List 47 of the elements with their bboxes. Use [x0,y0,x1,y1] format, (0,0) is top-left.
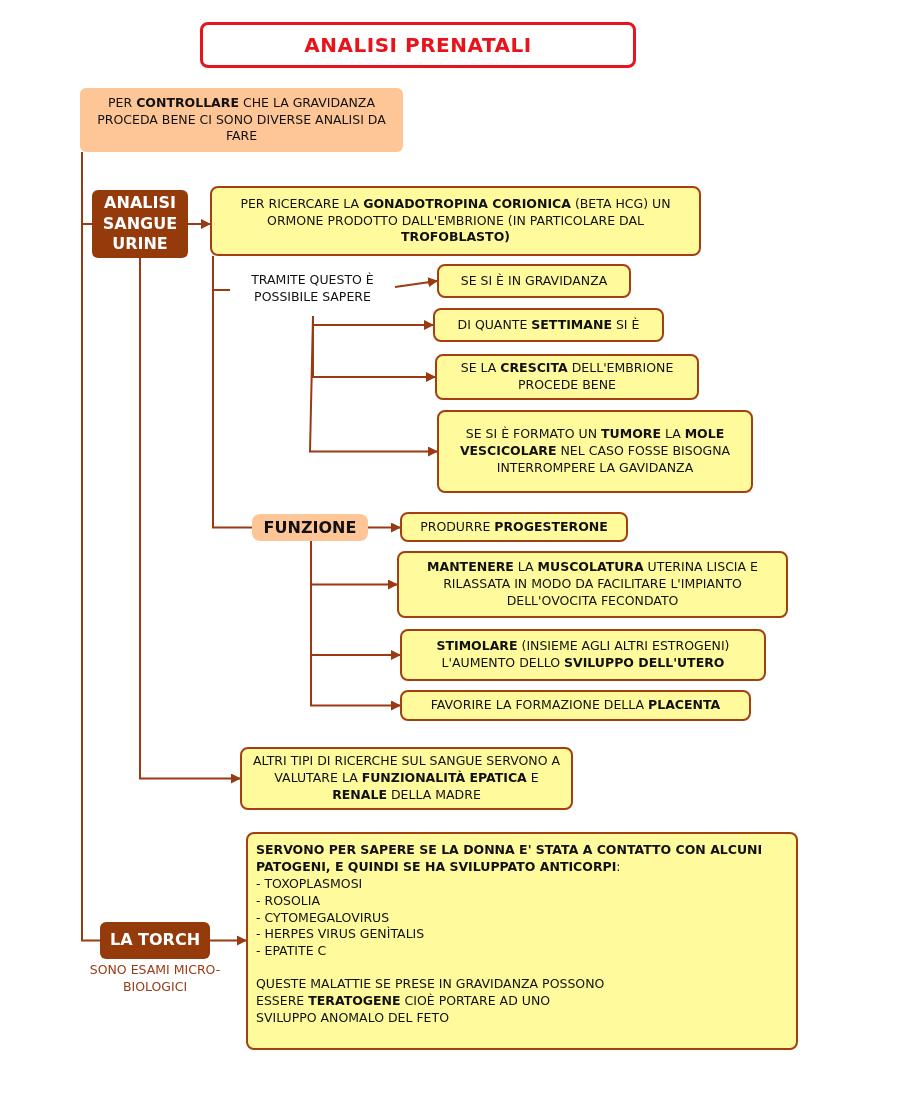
box-text: SE LA CRESCITA DELL'EMBRIONE PROCEDE BENE [459,360,675,394]
box-text: STIMOLARE (INSIEME AGLI ALTRI ESTROGENI) L'AUMENTO DELLO SVILUPPO DELL'UTERO [435,638,731,672]
arrow [308,315,438,457]
arrow [310,540,401,711]
heading-text: SERVONO PER SAPERE SE LA DONNA E' STATA A CONTATTO CON ALCUNI PATOGENI, E QUINDI SE HA SVILUPPATO ANTICORPI: [256,842,764,876]
info-box [400,512,628,542]
list-item: - HERPES VIRUS GENÌTALIS [256,926,426,944]
info-box [435,354,699,400]
info-box [400,690,751,721]
box-text: ALTRI TIPI DI RICERCHE SUL SANGUE SERVONO A VALUTARE LA FUNZIONALITÀ EPATICA E RENALE DELLA MADRE [251,753,562,804]
info-box [397,551,788,618]
info-box [400,629,766,681]
box-text: LA TORCH [109,930,201,951]
box-text: PRODURRE PROGESTERONE [420,518,608,536]
intro-box [80,88,403,152]
box-text: FUNZIONE [263,516,357,539]
list-item: - TOXOPLASMOSI [256,875,364,893]
note-text: SONO ESAMI MICRO-BIOLOGICI [88,962,222,996]
box-text: TRAMITE QUESTO È POSSIBILE SAPERE [250,272,375,306]
arrow [187,219,211,229]
connector-line [212,255,253,529]
list-item: - CYTOMEGALOVIRUS [256,909,391,926]
box-text: FAVORIRE LA FORMAZIONE DELLA PLACENTA [430,697,721,714]
info-box [240,747,573,810]
box-text: PER RICERCARE LA GONADOTROPINA CORIONICA (BETA HCG) UN ORMONE PRODOTTO DALL'EMBRIONE (IN PARTICOLARE DAL TROFOBLASTO) [239,195,672,247]
box-text: MANTENERE LA MUSCOLATURA UTERINA LISCIA E RILASSATA IN MODO DA FACILITARE L'IMPIANTO DELL'OVOCITA FECONDATO [426,559,759,610]
box-text: ANALISI SANGUE URINE [101,192,179,256]
box-text: DI QUANTE SETTIMANE SI È [457,316,640,334]
box-text: SE SI È FORMATO UN TUMORE LA MOLE VESCICOLARE NEL CASO FOSSE BISOGNA INTERROMPERE LA GAVIDANZA [458,426,732,477]
box-text: PER CONTROLLARE CHE LA GRAVIDANZA PROCEDA BENE CI SONO DIVERSE ANALISI DA FARE [96,94,387,146]
category-box [92,190,188,258]
note-text: QUESTE MALATTIE SE PRESE IN GRAVIDANZA POSSONO ESSERE TERATOGENE CIOÈ PORTARE AD UNO SVILUPPO ANOMALO DEL FETO [256,976,606,1027]
info-box [246,832,798,1050]
arrow [139,257,241,784]
info-box [437,264,631,298]
info-box [433,308,664,342]
title-box: ANALISI PRENATALI [200,22,636,68]
arrow [209,935,247,946]
box-text: SE SI È IN GRAVIDANZA [460,272,608,290]
arrow [394,277,438,288]
arrow [367,522,401,533]
list-item: - EPATITE C [256,943,328,961]
info-box [210,186,701,256]
function-label [252,514,368,541]
info-box [437,410,753,493]
category-box [100,922,210,959]
list-item: - ROSOLIA [256,892,321,910]
